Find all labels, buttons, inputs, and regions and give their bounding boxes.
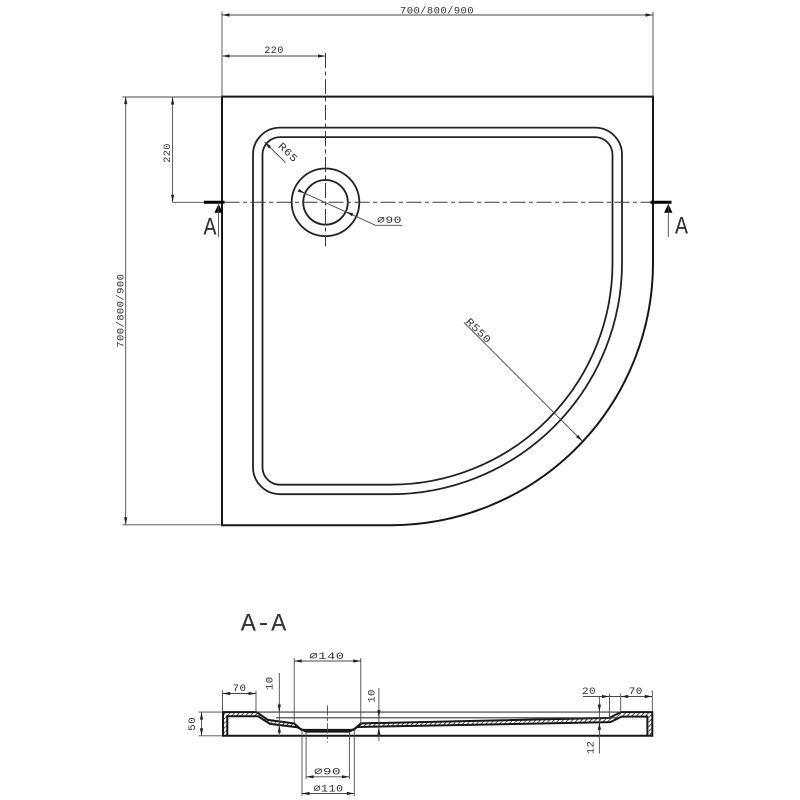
dim-hole-diameter-text: ⌀90 bbox=[314, 767, 341, 779]
dim-depth-right: 10 bbox=[366, 688, 381, 741]
dim-step-width-text: 20 bbox=[582, 686, 596, 698]
section-shell-hatch bbox=[223, 712, 653, 736]
dim-width-top: 700/800/900 bbox=[221, 6, 654, 97]
plan-rim-inner-line bbox=[261, 136, 614, 486]
plan-view: 700/800/900 220 700/800/900 220 R65 R550 bbox=[115, 6, 688, 527]
label-corner-radius-text: R65 bbox=[275, 141, 300, 166]
dim-recess-diameter: ⌀140 bbox=[293, 651, 362, 724]
dim-width-top-text: 700/800/900 bbox=[400, 6, 474, 18]
label-corner-radius: R65 bbox=[264, 141, 300, 166]
dim-height-section: 50 bbox=[187, 711, 223, 737]
dim-height-left: 700/800/900 bbox=[115, 96, 222, 526]
dim-offset-left: 220 bbox=[162, 97, 204, 203]
dim-depth-left-text: 10 bbox=[265, 677, 277, 691]
dim-offset-left-text: 220 bbox=[162, 143, 174, 163]
dim-depth-left: 10 bbox=[265, 673, 281, 736]
section-letter-left: A bbox=[204, 214, 217, 243]
label-drain-diameter-text: ⌀90 bbox=[377, 215, 402, 227]
plan-outer-contour bbox=[221, 95, 654, 527]
section-mark-right: A bbox=[650, 200, 688, 242]
dim-flange-diameter-text: ⌀110 bbox=[314, 783, 344, 795]
section-letter-right: A bbox=[675, 213, 688, 242]
section-title: A-A bbox=[241, 610, 287, 639]
plan-rim-outer-line bbox=[252, 126, 623, 496]
section-view: A-A ⌀140 10 10 bbox=[187, 610, 654, 796]
section-mark-left: A bbox=[204, 200, 225, 243]
dim-hole-diameter: ⌀90 bbox=[305, 732, 350, 779]
dim-flange-diameter: ⌀110 bbox=[301, 730, 355, 796]
dim-step-height: 12 bbox=[586, 696, 601, 755]
dim-step-width: 20 70 bbox=[582, 686, 653, 718]
dim-step-height-text: 12 bbox=[586, 741, 598, 755]
dim-offset-top-text: 220 bbox=[264, 45, 284, 57]
dim-rim-right-text: 70 bbox=[629, 686, 643, 698]
dim-rim-left: 70 bbox=[222, 683, 257, 712]
dim-offset-top: 220 bbox=[222, 45, 326, 58]
dim-depth-right-text: 10 bbox=[366, 689, 378, 703]
dim-recess-diameter-text: ⌀140 bbox=[310, 651, 345, 663]
label-drain-diameter: ⌀90 bbox=[297, 188, 403, 227]
dim-rim-left-text: 70 bbox=[233, 683, 247, 695]
label-front-radius: R550 bbox=[462, 316, 583, 442]
label-front-radius-text: R550 bbox=[462, 316, 492, 346]
dim-height-section-text: 50 bbox=[187, 717, 199, 731]
dim-height-left-text: 700/800/900 bbox=[115, 274, 127, 348]
